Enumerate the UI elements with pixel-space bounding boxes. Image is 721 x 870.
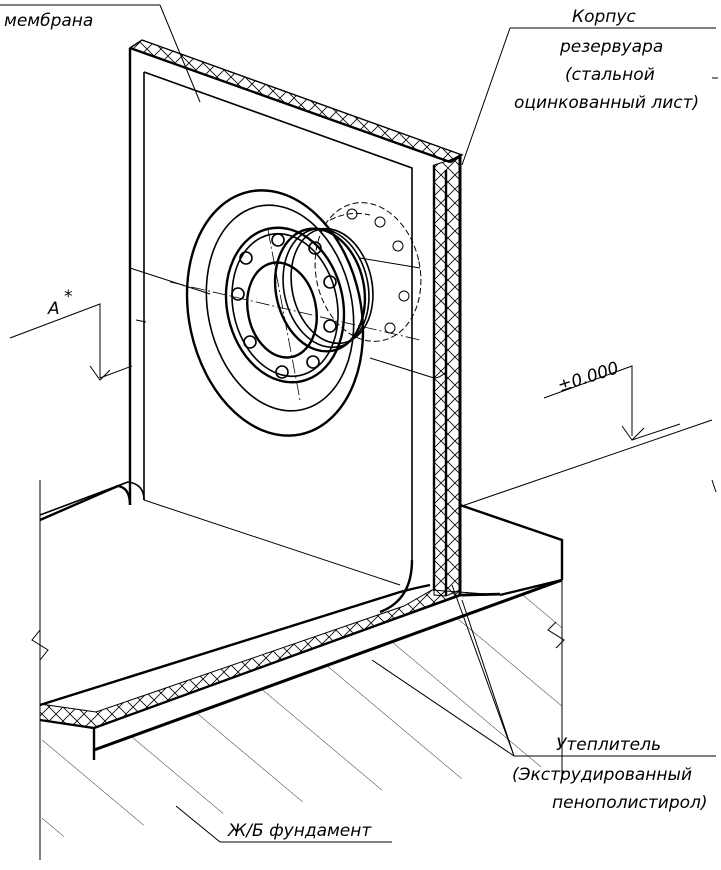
- level-marker: ±0.000: [461, 358, 717, 507]
- section-label-a: А: [47, 299, 60, 319]
- level-label: ±0.000: [555, 358, 621, 396]
- tank-body-wall: [433, 153, 462, 597]
- tank-body-label-2: резервуара: [559, 37, 663, 57]
- leader-tank-body: Корпус резервуара (стальной оцинкованный…: [461, 7, 718, 166]
- tank-body-label-4: оцинкованный лист): [514, 93, 699, 113]
- insulation-label-2: (Экструдированный: [512, 765, 692, 785]
- floor-insulation: [39, 583, 501, 750]
- foundation-label: Ж/Б фундамент: [227, 821, 372, 841]
- foundation: [31, 480, 565, 860]
- leader-insulation: Утеплитель (Экструдированный пенополисти…: [371, 584, 716, 813]
- tank-body-label-3: (стальной: [565, 65, 655, 85]
- membrane-label: мембрана: [4, 11, 93, 31]
- section-star: *: [64, 287, 73, 307]
- pipe-flange-assembly: [135, 189, 422, 437]
- leader-membrane: мембрана: [0, 4, 201, 103]
- tank-body-label-1: Корпус: [572, 7, 636, 27]
- insulation-label-3: пенополистирол): [552, 793, 708, 813]
- membrane-wall: [39, 39, 464, 614]
- bolt-heads: [231, 233, 337, 379]
- leader-foundation: Ж/Б фундамент: [175, 805, 392, 843]
- insulation-label-1: Утеплитель: [556, 735, 661, 755]
- section-marker-a: А *: [9, 287, 133, 381]
